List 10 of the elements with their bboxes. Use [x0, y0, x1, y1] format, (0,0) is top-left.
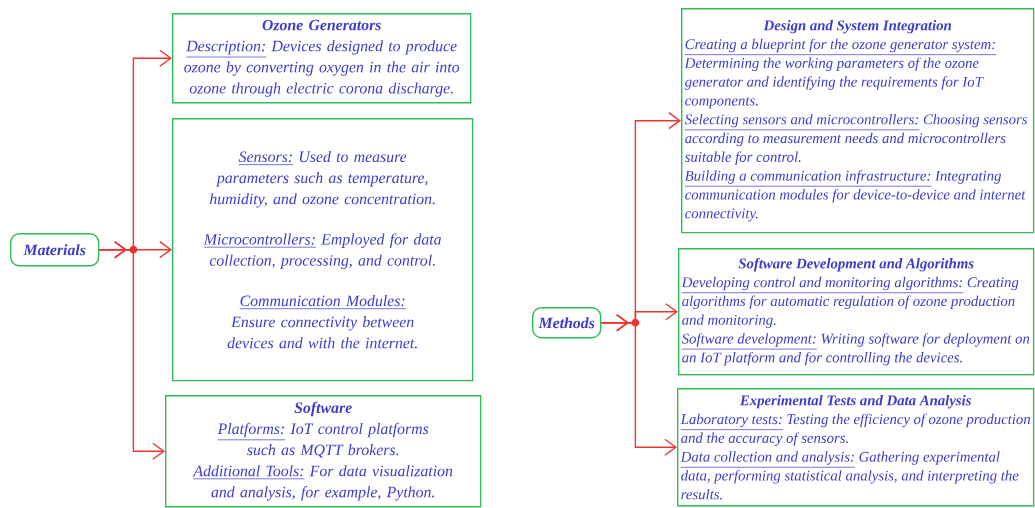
text-box: Ozone Generators Description: Devices designed to produce ozone by converting oxygen in the air into ozone through electric corona discharge.	[172, 13, 472, 104]
arrow	[600, 314, 677, 456]
text-box: Design and System Integration Creating a blueprint for the ozone generator system: Determining the working parameters of the ozone generator and identifying the requirements for IoT components. Selecting sensors and microcontrollers: Choosing sensors according to measurement needs and microcontrollers suitable for control. Building a communication infrastructure: Integrating communication modules for device-to-device and internet connectivity.	[681, 8, 1035, 234]
text-box: Software Platforms: IoT control platforms such as MQTT brokers. Additional Tools: For data visualization and analysis, for example, Python.	[165, 395, 482, 508]
text-box: Experimental Tests and Data Analysis Laboratory tests: Testing the efficiency of ozone production and the accuracy of sensors. Data collection and analysis: Gathering experimental data, performing statistical analysis, and interpreting the results.	[677, 388, 1035, 507]
topic-box: Methods	[532, 307, 602, 339]
text-box: Software Development and Algorithms Developing control and monitoring algorithms: Creating algorithms for automatic regulation of ozone production and monitoring. Software development: Writing software for deployment on an IoT platform and for controlling the devices.	[678, 248, 1035, 376]
text-box: Sensors: Used to measure parameters such as temperature, humidity, and ozone concentration. Microcontrollers: Employed for data collection, processing, and control. Communication Modules: Ensure connectivity between devices and with the internet.	[172, 118, 474, 382]
arrow	[98, 241, 165, 460]
topic-box: Materials	[10, 233, 100, 267]
